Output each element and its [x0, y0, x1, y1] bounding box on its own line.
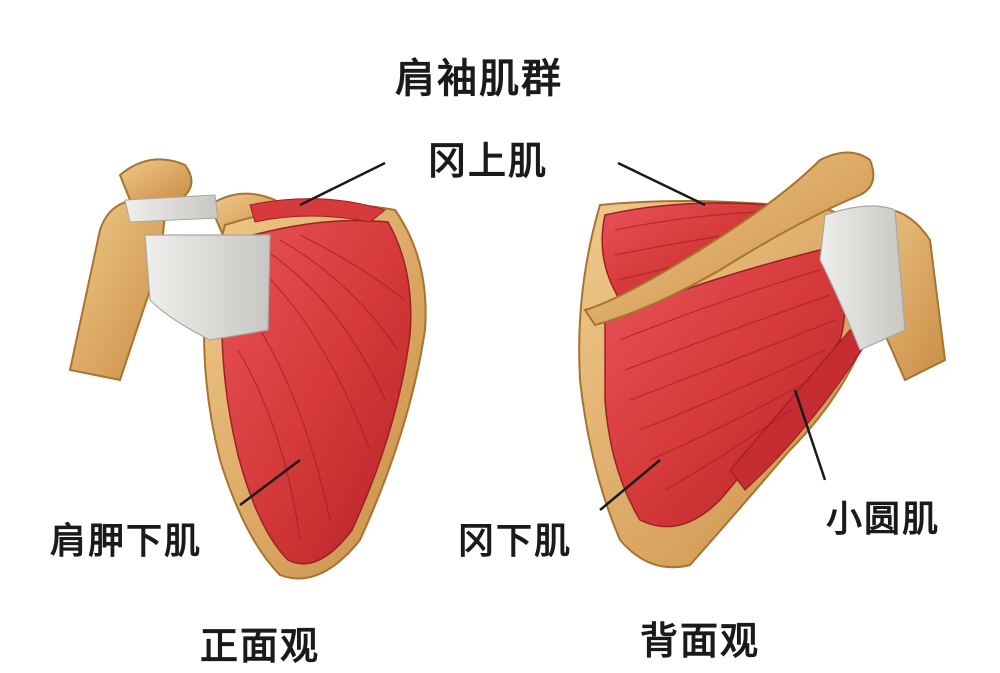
front-coracoid-bone	[118, 158, 193, 201]
front-tendon	[144, 234, 271, 341]
diagram-title: 肩袖肌群	[395, 56, 563, 102]
label-back-view: 背面观	[640, 619, 761, 663]
front-upper-tendon	[124, 194, 219, 223]
leader-lines	[239, 161, 827, 511]
leader-supraspinatus-back	[617, 161, 706, 207]
back-tendon	[819, 205, 906, 351]
label-subscapularis: 肩胛下肌	[50, 521, 203, 562]
scapular-spine-bone	[583, 151, 875, 327]
leader-subscapularis	[239, 459, 301, 506]
label-front-view: 正面观	[200, 624, 321, 668]
leader-supraspinatus-front	[299, 161, 386, 207]
label-teres-minor: 小圆肌	[826, 499, 941, 540]
label-supraspinatus: 冈上肌	[428, 139, 549, 183]
back-view-shoulder	[578, 151, 947, 569]
front-view-shoulder	[68, 158, 427, 580]
leader-infraspinatus	[599, 459, 661, 511]
front-supraspinatus-strip	[249, 198, 387, 223]
label-infraspinatus: 冈下肌	[458, 521, 573, 562]
leader-teres-minor	[793, 389, 827, 481]
